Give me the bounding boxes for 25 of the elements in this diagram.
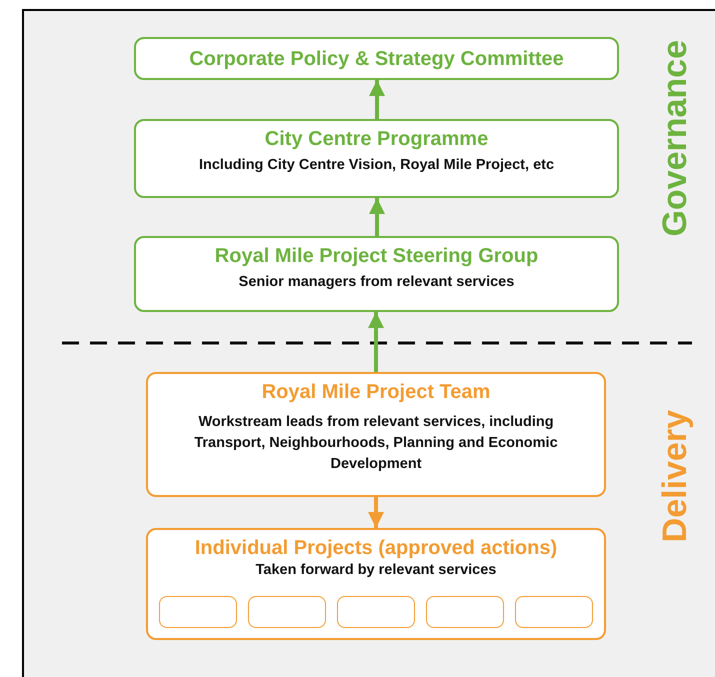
arrow	[368, 497, 384, 528]
process-box	[134, 119, 619, 198]
process-box	[134, 37, 619, 80]
empty-project-box	[337, 596, 415, 628]
section-label: Governance	[655, 40, 695, 237]
node-description: Taken forward by relevant services	[256, 561, 496, 580]
empty-project-box	[248, 596, 326, 628]
arrow	[369, 198, 385, 236]
section-label: Delivery	[655, 410, 695, 542]
node-description: Workstream leads from relevant services, including Transport, Neighbourhoods, Planning and Economic Development	[193, 413, 559, 474]
arrow	[368, 312, 384, 372]
process-box	[146, 528, 606, 640]
empty-project-box	[515, 596, 593, 628]
node-title: Corporate Policy & Strategy Committee	[189, 46, 564, 70]
empty-project-box	[426, 596, 504, 628]
node-title: Royal Mile Project Team	[262, 380, 490, 404]
process-box	[134, 236, 619, 312]
node-title: Royal Mile Project Steering Group	[214, 244, 538, 268]
node-description: Senior managers from relevant services	[238, 273, 514, 292]
node-title: City Centre Programme	[264, 127, 488, 151]
arrow	[369, 80, 385, 119]
empty-project-box	[159, 596, 237, 628]
node-title: Individual Projects (approved actions)	[194, 536, 558, 560]
process-box	[146, 372, 606, 497]
node-description: Including City Centre Vision, Royal Mile Project, etc	[198, 156, 554, 175]
